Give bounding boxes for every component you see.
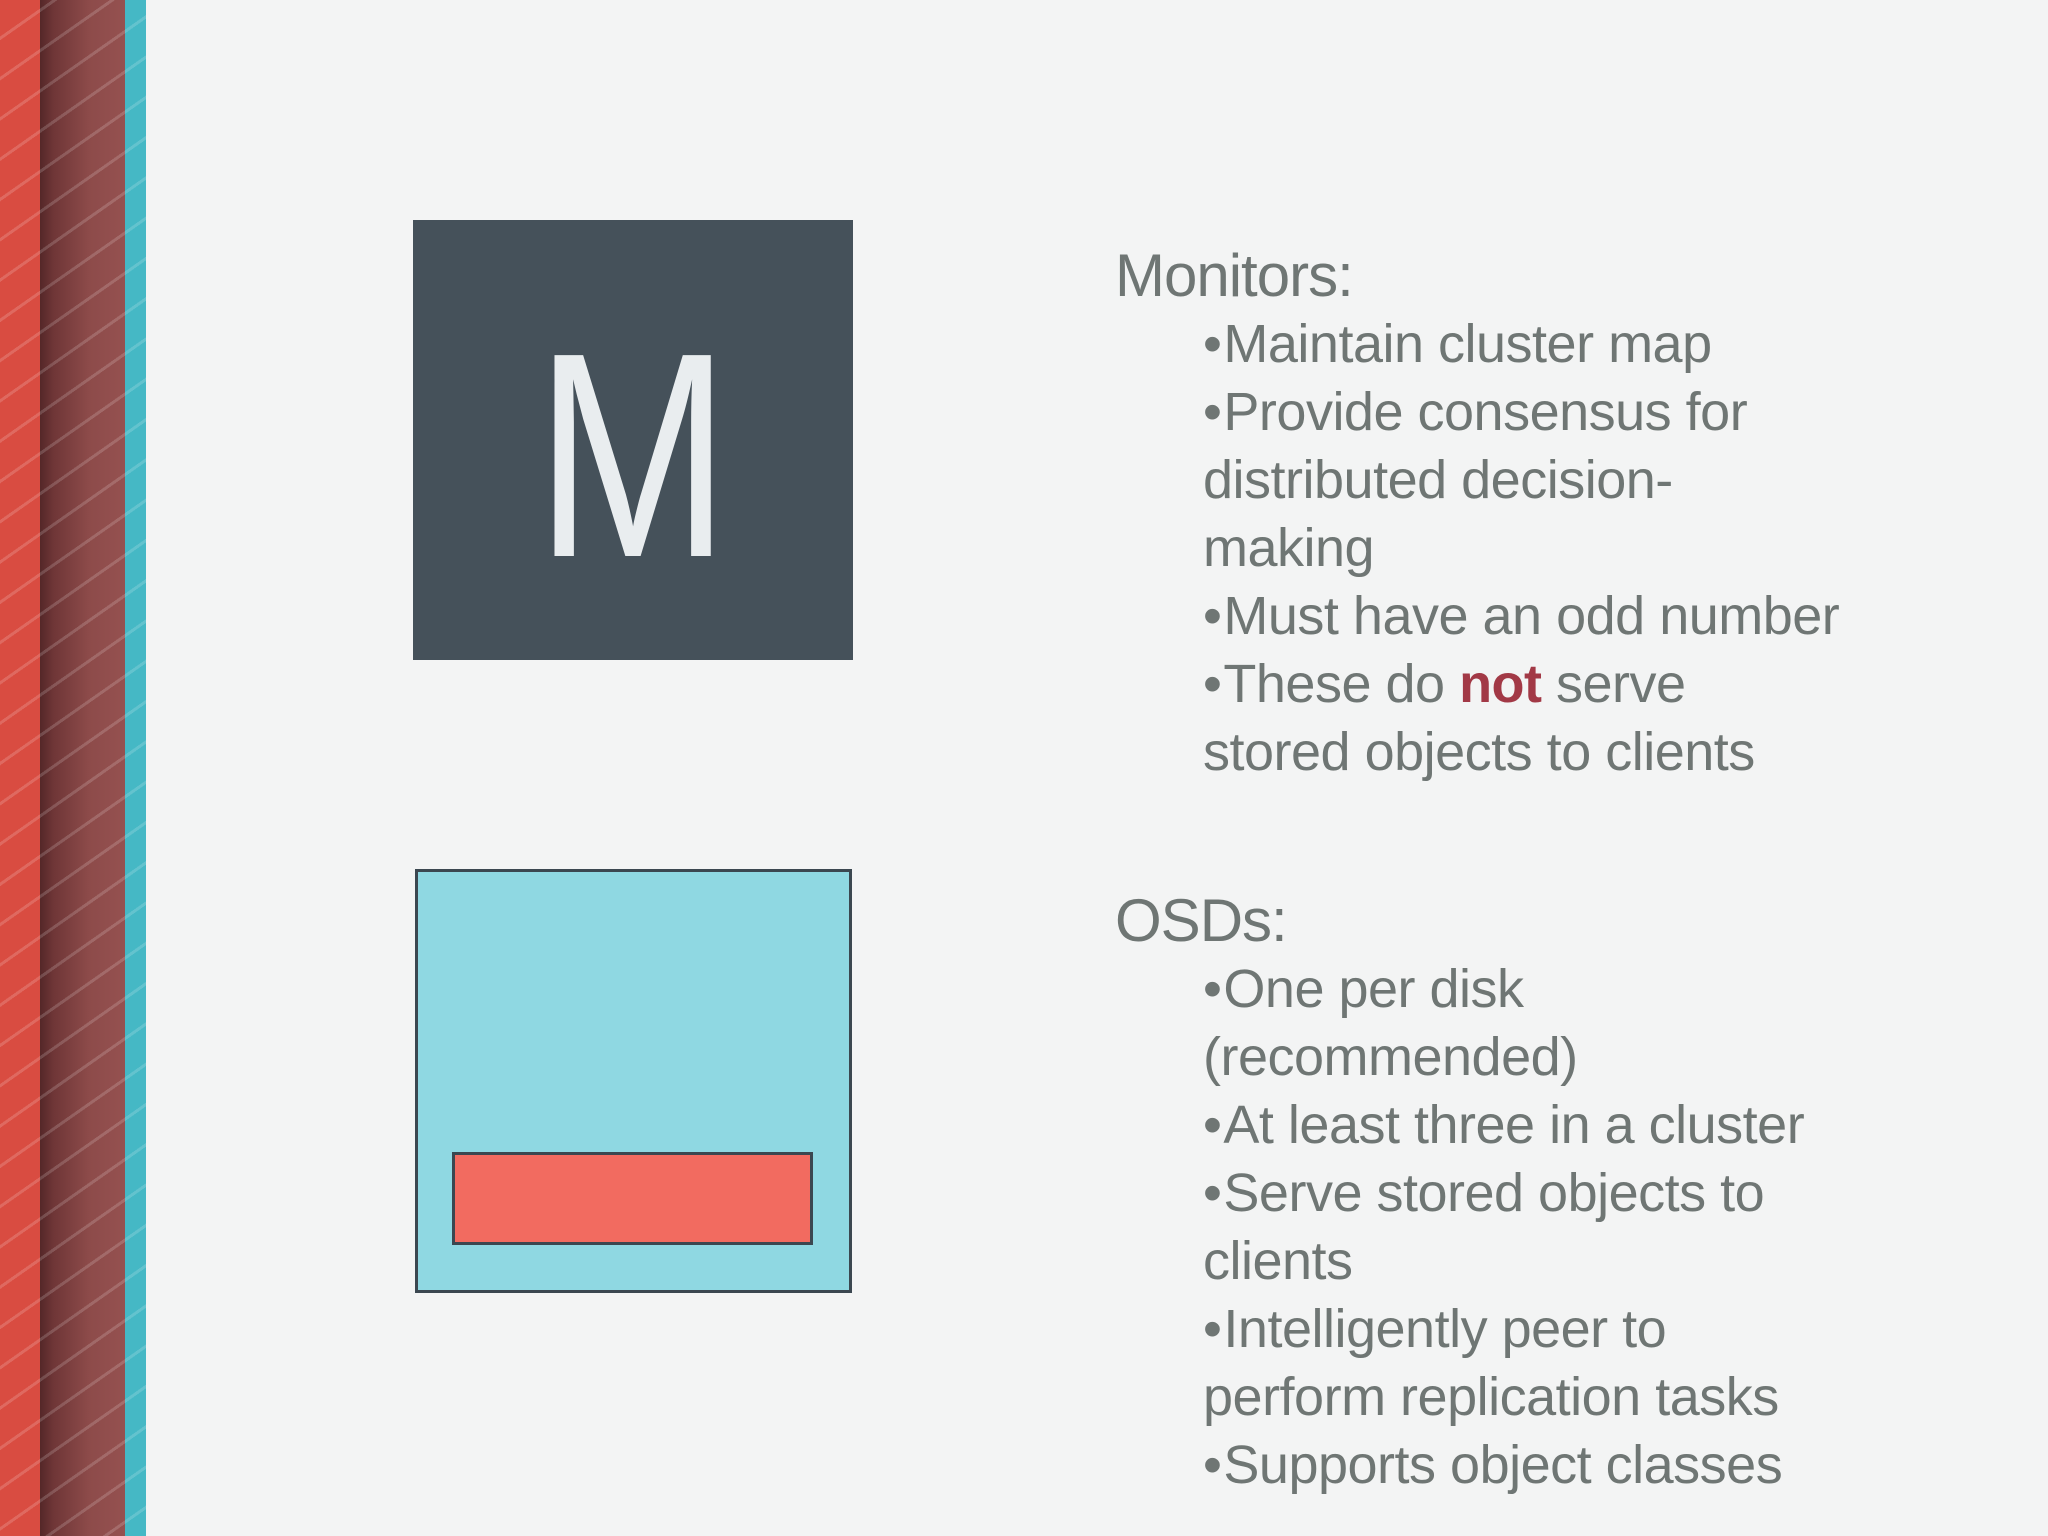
bullet-marker: • <box>1203 314 1222 374</box>
monitor-letter: M <box>535 292 731 618</box>
bullet-text: Supports object classes <box>1223 1435 1783 1495</box>
osd-tile <box>415 869 852 1293</box>
decor-diagonal-stripes <box>0 0 146 1536</box>
bullet-text: (recommended) <box>1203 1027 1578 1087</box>
bullet-marker: • <box>1203 959 1222 1019</box>
section-monitors: Monitors: •Maintain cluster map•Provide … <box>1115 242 1995 786</box>
decor-band-maroon <box>40 0 125 1536</box>
bullet-marker: • <box>1203 1435 1222 1495</box>
monitor-tile: M <box>413 220 853 660</box>
bullet-line: distributed decision- <box>1203 446 1995 514</box>
bullet-text: These do <box>1223 654 1460 714</box>
bullet-line: •At least three in a cluster <box>1203 1091 1995 1159</box>
bullet-text: Maintain cluster map <box>1223 314 1712 374</box>
bullet-line: •Intelligently peer to <box>1203 1295 1995 1363</box>
monitors-heading: Monitors: <box>1115 242 1354 309</box>
monitors-bullet-list: •Maintain cluster map•Provide consensus … <box>1203 310 1995 786</box>
bullet-marker: • <box>1203 1095 1222 1155</box>
osds-bullet-list: •One per disk(recommended)•At least thre… <box>1203 955 1995 1499</box>
bullet-text: perform replication tasks <box>1203 1367 1779 1427</box>
bullet-text: distributed decision- <box>1203 450 1673 510</box>
bullet-text: stored objects to clients <box>1203 722 1755 782</box>
bullet-text: One per disk <box>1223 959 1524 1019</box>
bullet-text: making <box>1203 518 1375 578</box>
osd-disk-bar <box>452 1152 813 1245</box>
emphasis-text: not <box>1459 654 1542 714</box>
bullet-line: •Supports object classes <box>1203 1431 1995 1499</box>
bullet-line: clients <box>1203 1227 1995 1295</box>
bullet-item: •At least three in a cluster <box>1203 1091 1995 1159</box>
bullet-marker: • <box>1203 586 1222 646</box>
decor-band-red <box>0 0 40 1536</box>
bullet-line: •Serve stored objects to <box>1203 1159 1995 1227</box>
bullet-line: stored objects to clients <box>1203 718 1995 786</box>
bullet-item: •Supports object classes <box>1203 1431 1995 1499</box>
bullet-text: clients <box>1203 1231 1353 1291</box>
bullet-text: Must have an odd number <box>1223 586 1840 646</box>
bullet-line: •Provide consensus for <box>1203 378 1995 446</box>
bullet-item: •One per disk(recommended) <box>1203 955 1995 1091</box>
section-osds: OSDs: •One per disk(recommended)•At leas… <box>1115 887 1995 1499</box>
bullet-marker: • <box>1203 1299 1222 1359</box>
bullet-text: Intelligently peer to <box>1223 1299 1667 1359</box>
osds-heading: OSDs: <box>1115 887 1288 954</box>
bullet-item: •Maintain cluster map <box>1203 310 1995 378</box>
bullet-item: •Must have an odd number <box>1203 582 1995 650</box>
bullet-line: (recommended) <box>1203 1023 1995 1091</box>
bullet-line: •Maintain cluster map <box>1203 310 1995 378</box>
bullet-text: At least three in a cluster <box>1223 1095 1805 1155</box>
bullet-marker: • <box>1203 1163 1222 1223</box>
bullet-marker: • <box>1203 382 1222 442</box>
bullet-line: •Must have an odd number <box>1203 582 1995 650</box>
bullet-text: Provide consensus for <box>1223 382 1748 442</box>
bullet-marker: • <box>1203 654 1222 714</box>
bullet-text: serve <box>1541 654 1686 714</box>
bullet-line: •One per disk <box>1203 955 1995 1023</box>
bullet-line: perform replication tasks <box>1203 1363 1995 1431</box>
bullet-text: Serve stored objects to <box>1223 1163 1765 1223</box>
decor-band-teal <box>125 0 146 1536</box>
bullet-line: •These do not serve <box>1203 650 1995 718</box>
bullet-line: making <box>1203 514 1995 582</box>
